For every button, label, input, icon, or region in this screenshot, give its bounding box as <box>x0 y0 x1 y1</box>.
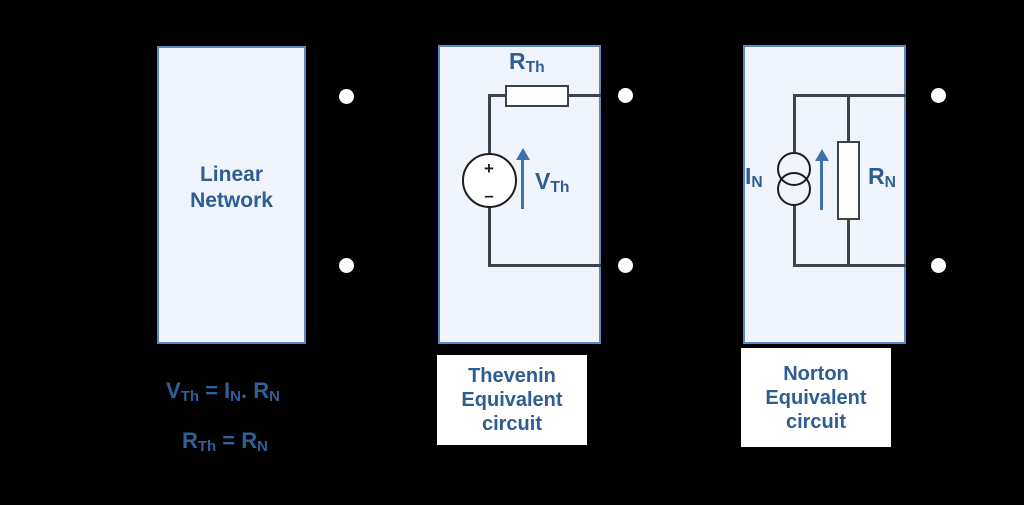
norton-caption: Norton Equivalent circuit <box>741 348 891 447</box>
linear-network-label: Linear Network <box>190 163 273 212</box>
thevenin-wire-top-left <box>488 94 506 97</box>
norton-resistor-label-sub: N <box>884 174 896 192</box>
thevenin-voltage-label-main: V <box>535 168 551 194</box>
norton-terminal-bottom <box>931 258 946 273</box>
norton-wire-left-vertical-lower <box>793 205 796 267</box>
thevenin-voltage-arrow-shaft <box>521 159 524 209</box>
norton-current-arrow-shaft <box>820 160 823 210</box>
thevenin-wire-top-right <box>568 94 601 97</box>
thevenin-voltage-source <box>462 153 517 208</box>
thevenin-caption: Thevenin Equivalent circuit <box>437 355 587 445</box>
norton-current-label-main: I <box>745 163 752 189</box>
norton-current-arrow-head <box>815 149 829 161</box>
equation-voltage-relation: VTh = IN. RN <box>166 378 280 406</box>
norton-wire-branch-vertical-lower <box>847 219 850 267</box>
thevenin-source-plus: + <box>484 159 494 178</box>
norton-resistor <box>837 141 860 220</box>
norton-current-source-circle-bottom <box>777 172 811 206</box>
thevenin-wire-bottom <box>488 264 601 267</box>
norton-terminal-top <box>931 88 946 103</box>
norton-wire-left-vertical-upper <box>793 94 796 152</box>
norton-current-label: IN <box>745 163 763 192</box>
equation-resistance-relation: RTh = RN <box>182 428 268 456</box>
thevenin-resistor <box>505 85 569 107</box>
thevenin-wire-left-vertical-upper <box>488 94 491 154</box>
thevenin-voltage-label-sub: Th <box>550 179 570 197</box>
thevenin-source-minus: – <box>484 186 494 205</box>
linear-network-box <box>157 46 306 344</box>
thevenin-terminal-bottom <box>618 258 633 273</box>
linear-network-terminal-top <box>339 89 354 104</box>
norton-resistor-label-main: R <box>868 163 885 189</box>
linear-network-terminal-bottom <box>339 258 354 273</box>
thevenin-wire-left-vertical-lower <box>488 206 491 265</box>
norton-box <box>743 45 906 344</box>
thevenin-voltage-label: VTh <box>535 168 570 197</box>
thevenin-resistor-label: RTh <box>509 48 545 77</box>
norton-resistor-label: RN <box>868 163 896 192</box>
thevenin-resistor-label-sub: Th <box>525 59 545 77</box>
norton-current-label-sub: N <box>751 174 763 192</box>
norton-wire-branch-vertical-upper <box>847 94 850 142</box>
thevenin-terminal-top <box>618 88 633 103</box>
thevenin-voltage-arrow-head <box>516 148 530 160</box>
thevenin-resistor-label-main: R <box>509 48 526 74</box>
